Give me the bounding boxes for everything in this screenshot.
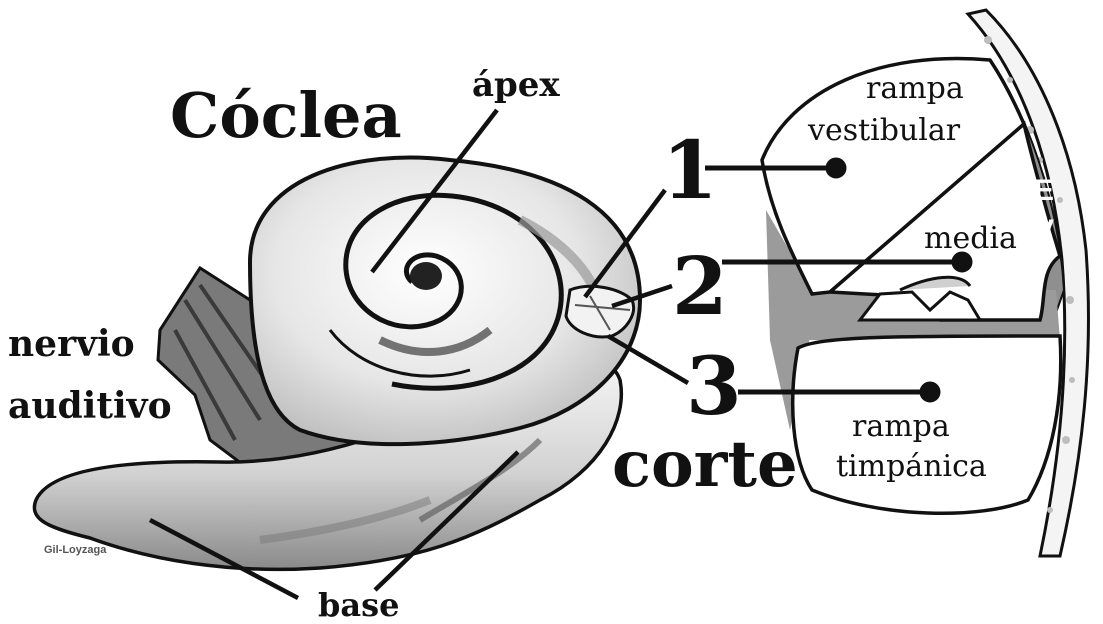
label-nerve-line1: nervio xyxy=(8,323,135,365)
label-nerve-line2: auditivo xyxy=(8,385,172,427)
label-base: base xyxy=(318,586,399,624)
label-ev-v: V xyxy=(1034,214,1054,247)
label-cut: corte xyxy=(612,427,798,502)
label-tympanic-line2: timpánica xyxy=(836,449,987,484)
label-apex: ápex xyxy=(472,65,560,105)
diagram-title: Cóclea xyxy=(170,79,402,152)
label-vestibular-line1: rampa xyxy=(866,71,964,106)
label-media: media xyxy=(924,221,1017,256)
number-2: 2 xyxy=(672,239,728,333)
label-ev-e: E xyxy=(1034,174,1054,207)
number-3: 3 xyxy=(686,339,742,433)
label-tympanic-line1: rampa xyxy=(852,409,950,444)
label-vestibular-line2: vestibular xyxy=(807,113,961,148)
number-1: 1 xyxy=(662,123,718,217)
signature: Gil-Loyzaga xyxy=(44,544,107,556)
